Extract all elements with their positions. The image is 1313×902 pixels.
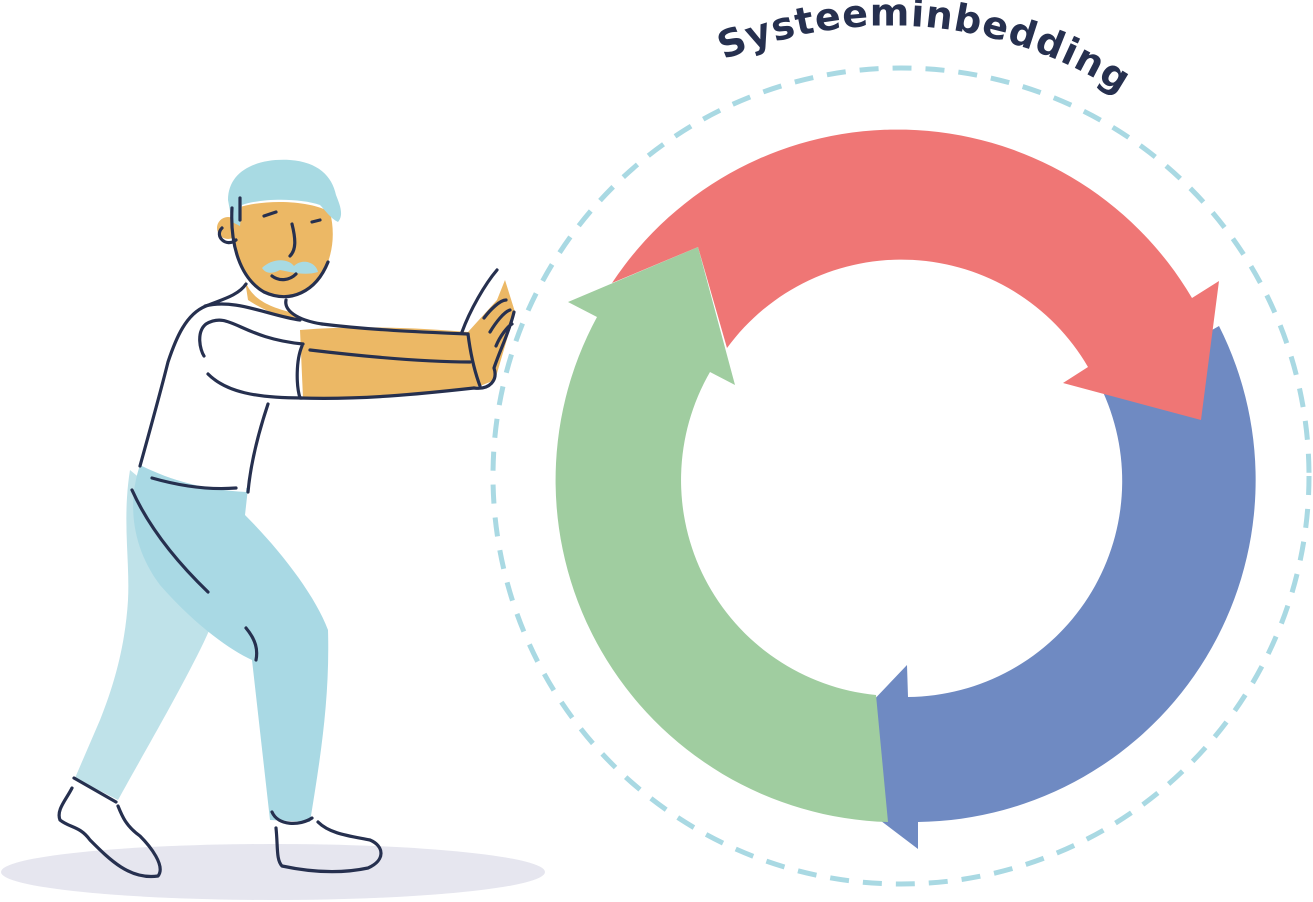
- arms: [300, 280, 515, 398]
- ground-shadow: [1, 844, 545, 900]
- cycle-arrow-red: [612, 129, 1219, 421]
- person-pushing: [57, 159, 516, 879]
- trousers: [133, 465, 329, 822]
- mustache: [262, 260, 318, 274]
- person-outline: [57, 196, 516, 879]
- shirt: [142, 300, 302, 492]
- face: [232, 201, 333, 297]
- system-boundary-ring: [490, 65, 1312, 887]
- cycle-diagram: [555, 129, 1256, 849]
- cycle-arrow-green: [555, 247, 888, 822]
- hair: [228, 159, 342, 226]
- cycle-arrow-blue: [810, 326, 1256, 849]
